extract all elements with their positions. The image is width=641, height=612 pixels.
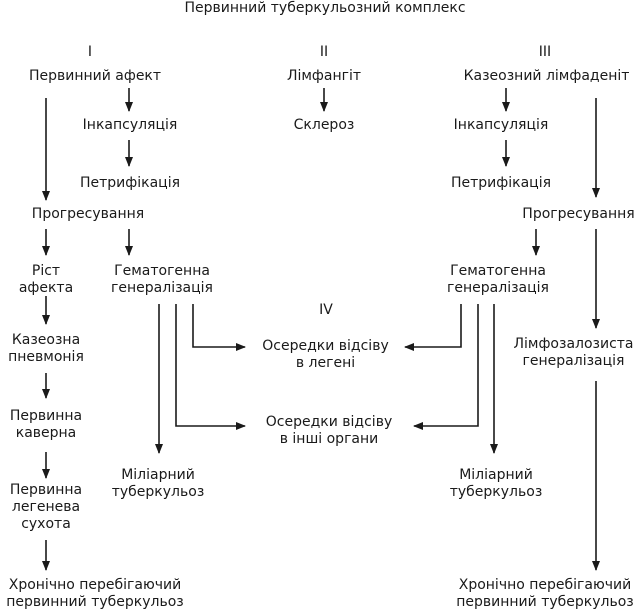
node-text-line: Склероз bbox=[293, 117, 355, 133]
node-inkapsuliatsiia-3: Інкапсуляція bbox=[440, 117, 562, 134]
node-text-line: Лімфангіт bbox=[286, 68, 362, 84]
node-text-line: Петрифікація bbox=[79, 175, 181, 191]
node-text-line: Міліарний bbox=[459, 467, 533, 483]
arrow-hemat1-to-orhany bbox=[175, 304, 246, 430]
node-pervynnyi-afekt: Первинний афект bbox=[10, 68, 180, 85]
node-text-line: Первинна bbox=[9, 408, 83, 424]
node-text-line: легенева bbox=[11, 499, 81, 515]
node-skleroz: Склероз bbox=[270, 117, 378, 134]
node-text-line: Казеозний лімфаденіт bbox=[463, 68, 630, 84]
node-text-line: Інкапсуляція bbox=[453, 117, 549, 133]
node-limfanhit: Лімфангіт bbox=[260, 68, 388, 85]
arrow-hemat1-to-lehen bbox=[192, 304, 246, 351]
node-prohresuvannia-3: Прогресування bbox=[516, 206, 641, 223]
node-text-line: Хронічно перебігаючий bbox=[458, 577, 632, 593]
node-text-line: Лімфозалозиста bbox=[513, 336, 634, 352]
column-label-ii: II bbox=[319, 44, 329, 60]
arrow-hemat3-to-lehen bbox=[404, 304, 462, 351]
node-text-line: Гематогенна bbox=[450, 263, 546, 279]
diagram-title: Первинний туберкульозний комплекс bbox=[184, 0, 466, 16]
node-text-line: афекта bbox=[18, 280, 74, 296]
arrow-hemat3-to-orhany bbox=[413, 304, 479, 430]
node-inkapsuliatsiia-1: Інкапсуляція bbox=[70, 117, 190, 134]
node-text-line: Ріст bbox=[31, 263, 61, 279]
node-text-line: Гематогенна bbox=[114, 263, 210, 279]
node-text-line: первинний туберкульоз bbox=[456, 594, 634, 610]
node-text-line: первинний туберкульоз bbox=[6, 594, 184, 610]
node-text-line: Інкапсуляція bbox=[82, 117, 178, 133]
node-text-line: генералізація bbox=[447, 280, 549, 296]
node-text-line: Первинна bbox=[9, 482, 83, 498]
node-prohresuvannia-1: Прогресування bbox=[8, 206, 168, 223]
column-label-iii: III bbox=[538, 44, 552, 60]
node-text-line: сухота bbox=[21, 516, 71, 532]
node-text-line: генералізація bbox=[522, 353, 625, 369]
node-text-line: Прогресування bbox=[522, 206, 635, 222]
node-text-line: туберкульоз bbox=[449, 484, 543, 500]
node-text-line: генералізація bbox=[111, 280, 213, 296]
node-petryfikatsiia-1: Петрифікація bbox=[70, 175, 190, 192]
node-text-line: каверна bbox=[15, 425, 77, 441]
node-text-line: Казеозна bbox=[11, 332, 81, 348]
column-label-i: I bbox=[87, 44, 93, 60]
node-text-line: в інші органи bbox=[279, 431, 379, 447]
node-text-line: Хронічно перебігаючий bbox=[8, 577, 182, 593]
node-text-line: туберкульоз bbox=[111, 484, 205, 500]
node-text-line: пневмонія bbox=[8, 349, 84, 365]
node-text-line: Петрифікація bbox=[450, 175, 552, 191]
node-petryfikatsiia-3: Петрифікація bbox=[440, 175, 562, 192]
node-text-line: Первинний афект bbox=[28, 68, 162, 84]
node-text-line: Осередки відсіву bbox=[262, 338, 389, 354]
node-text-line: в легені bbox=[295, 355, 356, 371]
column-label-iv: IV bbox=[319, 302, 333, 318]
node-text-line: Прогресування bbox=[31, 206, 145, 222]
node-text-line: Міліарний bbox=[121, 467, 195, 483]
node-kazeoznyi-limfadenit: Казеозний лімфаденіт bbox=[452, 68, 641, 85]
node-text-line: Осередки відсіву bbox=[265, 414, 393, 430]
